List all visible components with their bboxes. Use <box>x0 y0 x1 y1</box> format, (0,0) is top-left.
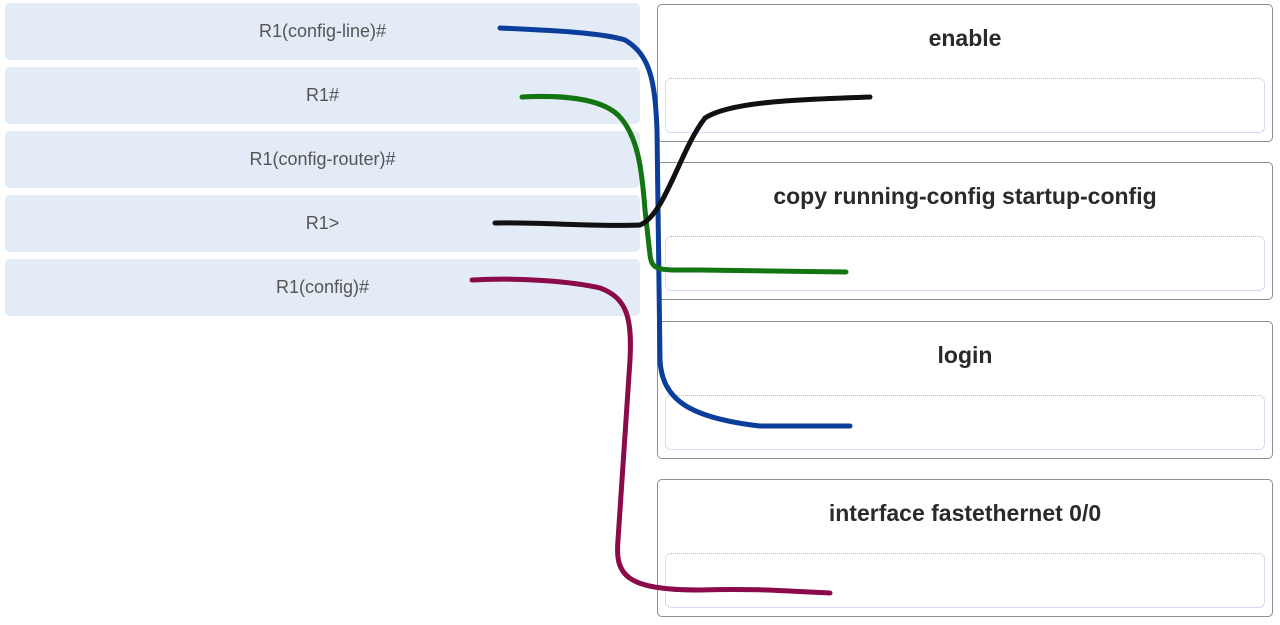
prompt-item-privileged-exec[interactable]: R1# <box>5 67 640 124</box>
drop-zone[interactable] <box>665 395 1265 450</box>
drop-zone[interactable] <box>665 78 1265 133</box>
prompt-item-global-config[interactable]: R1(config)# <box>5 259 640 316</box>
prompt-item-config-line[interactable]: R1(config-line)# <box>5 3 640 60</box>
prompt-label: R1# <box>305 85 340 105</box>
prompt-label: R1(config-line)# <box>258 21 387 41</box>
target-title: login <box>937 342 993 368</box>
drop-zone[interactable] <box>665 553 1265 608</box>
prompt-item-config-router[interactable]: R1(config-router)# <box>5 131 640 188</box>
prompt-label: R1> <box>305 213 340 233</box>
target-title: interface fastethernet 0/0 <box>828 500 1102 526</box>
prompt-label: R1(config)# <box>275 277 370 297</box>
target-card-copy-running-config: copy running-config startup-config <box>657 162 1273 300</box>
prompt-item-user-exec[interactable]: R1> <box>5 195 640 252</box>
target-card-interface: interface fastethernet 0/0 <box>657 479 1273 617</box>
target-card-enable: enable <box>657 4 1273 142</box>
target-card-login: login <box>657 321 1273 459</box>
target-title: enable <box>928 25 1002 51</box>
target-title: copy running-config startup-config <box>773 183 1157 209</box>
prompt-label: R1(config-router)# <box>249 149 396 169</box>
drop-zone[interactable] <box>665 236 1265 291</box>
